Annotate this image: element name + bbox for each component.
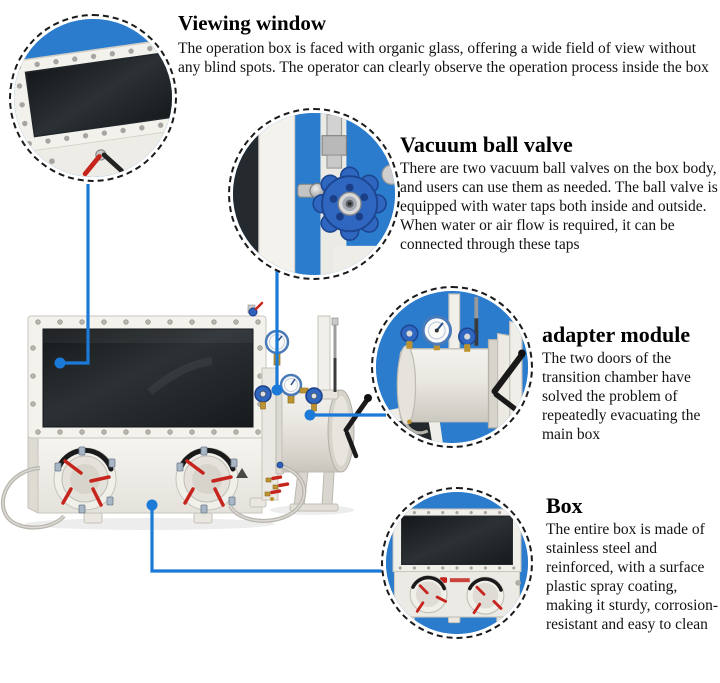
- vacuum-ball-valve-callout-image: [228, 108, 400, 280]
- viewing-window-callout-text: Viewing window The operation box is face…: [178, 12, 718, 78]
- box-closeup: [386, 492, 528, 634]
- ball-valve-handwheel: [305, 387, 323, 412]
- chamber-valve: [458, 327, 477, 352]
- window-bolts: [30, 319, 263, 435]
- vacuum-ball-valve-callout-text: Vacuum ball valve There are two vacuum b…: [400, 133, 720, 255]
- callout-desc-viewing-window: The operation box is faced with organic …: [178, 40, 709, 76]
- box-callout-text: Box The entire box is made of stainless …: [546, 494, 720, 635]
- ball-valve-handwheel: [254, 385, 272, 410]
- water-taps: [264, 475, 290, 501]
- small-valve: [82, 149, 124, 177]
- support-bracket: [317, 315, 331, 397]
- foot: [193, 512, 213, 524]
- connector-viewing-window: [64, 184, 90, 365]
- adapter-module-callout-image: [371, 286, 533, 448]
- glove-port-left: [53, 446, 117, 514]
- foot: [83, 512, 103, 524]
- blue-handwheel: [312, 166, 387, 241]
- callout-title-box: Box: [546, 493, 583, 518]
- box-callout-image: [381, 487, 533, 639]
- callout-connector-dots: [54, 357, 316, 511]
- mini-glove-port: [409, 575, 448, 614]
- callout-title-adapter-module: adapter module: [542, 322, 691, 347]
- glove-ring: [178, 447, 236, 472]
- adapter-module-closeup: [376, 291, 528, 443]
- callout-title-viewing-window: Viewing window: [178, 11, 326, 35]
- callout-desc-vacuum-ball-valve: There are two vacuum ball valves on the …: [400, 160, 718, 253]
- adapter-module-callout-text: adapter module The two doors of the tran…: [542, 323, 712, 445]
- callout-desc-box: The entire box is made of stainless stee…: [546, 521, 719, 633]
- chamber-valve: [400, 324, 419, 349]
- connector-box: [150, 505, 383, 573]
- hoses: [1, 461, 307, 530]
- vacuum-ball-valve-closeup: [233, 113, 395, 275]
- viewing-window-closeup: [14, 19, 172, 177]
- glove-ring: [56, 447, 114, 472]
- glove-port-right: [175, 446, 248, 514]
- chamber-gauge: [421, 315, 452, 351]
- viewing-window-callout-image: [9, 14, 177, 182]
- callout-connectors: [64, 184, 386, 573]
- mini-glove-port: [466, 576, 505, 615]
- callout-desc-adapter-module: The two doors of the transition chamber …: [542, 350, 701, 443]
- viewing-window-glass: [42, 328, 254, 428]
- main-viewing-window: [27, 315, 267, 439]
- chamber-handle: [491, 349, 526, 413]
- callout-title-vacuum-ball-valve: Vacuum ball valve: [400, 132, 573, 157]
